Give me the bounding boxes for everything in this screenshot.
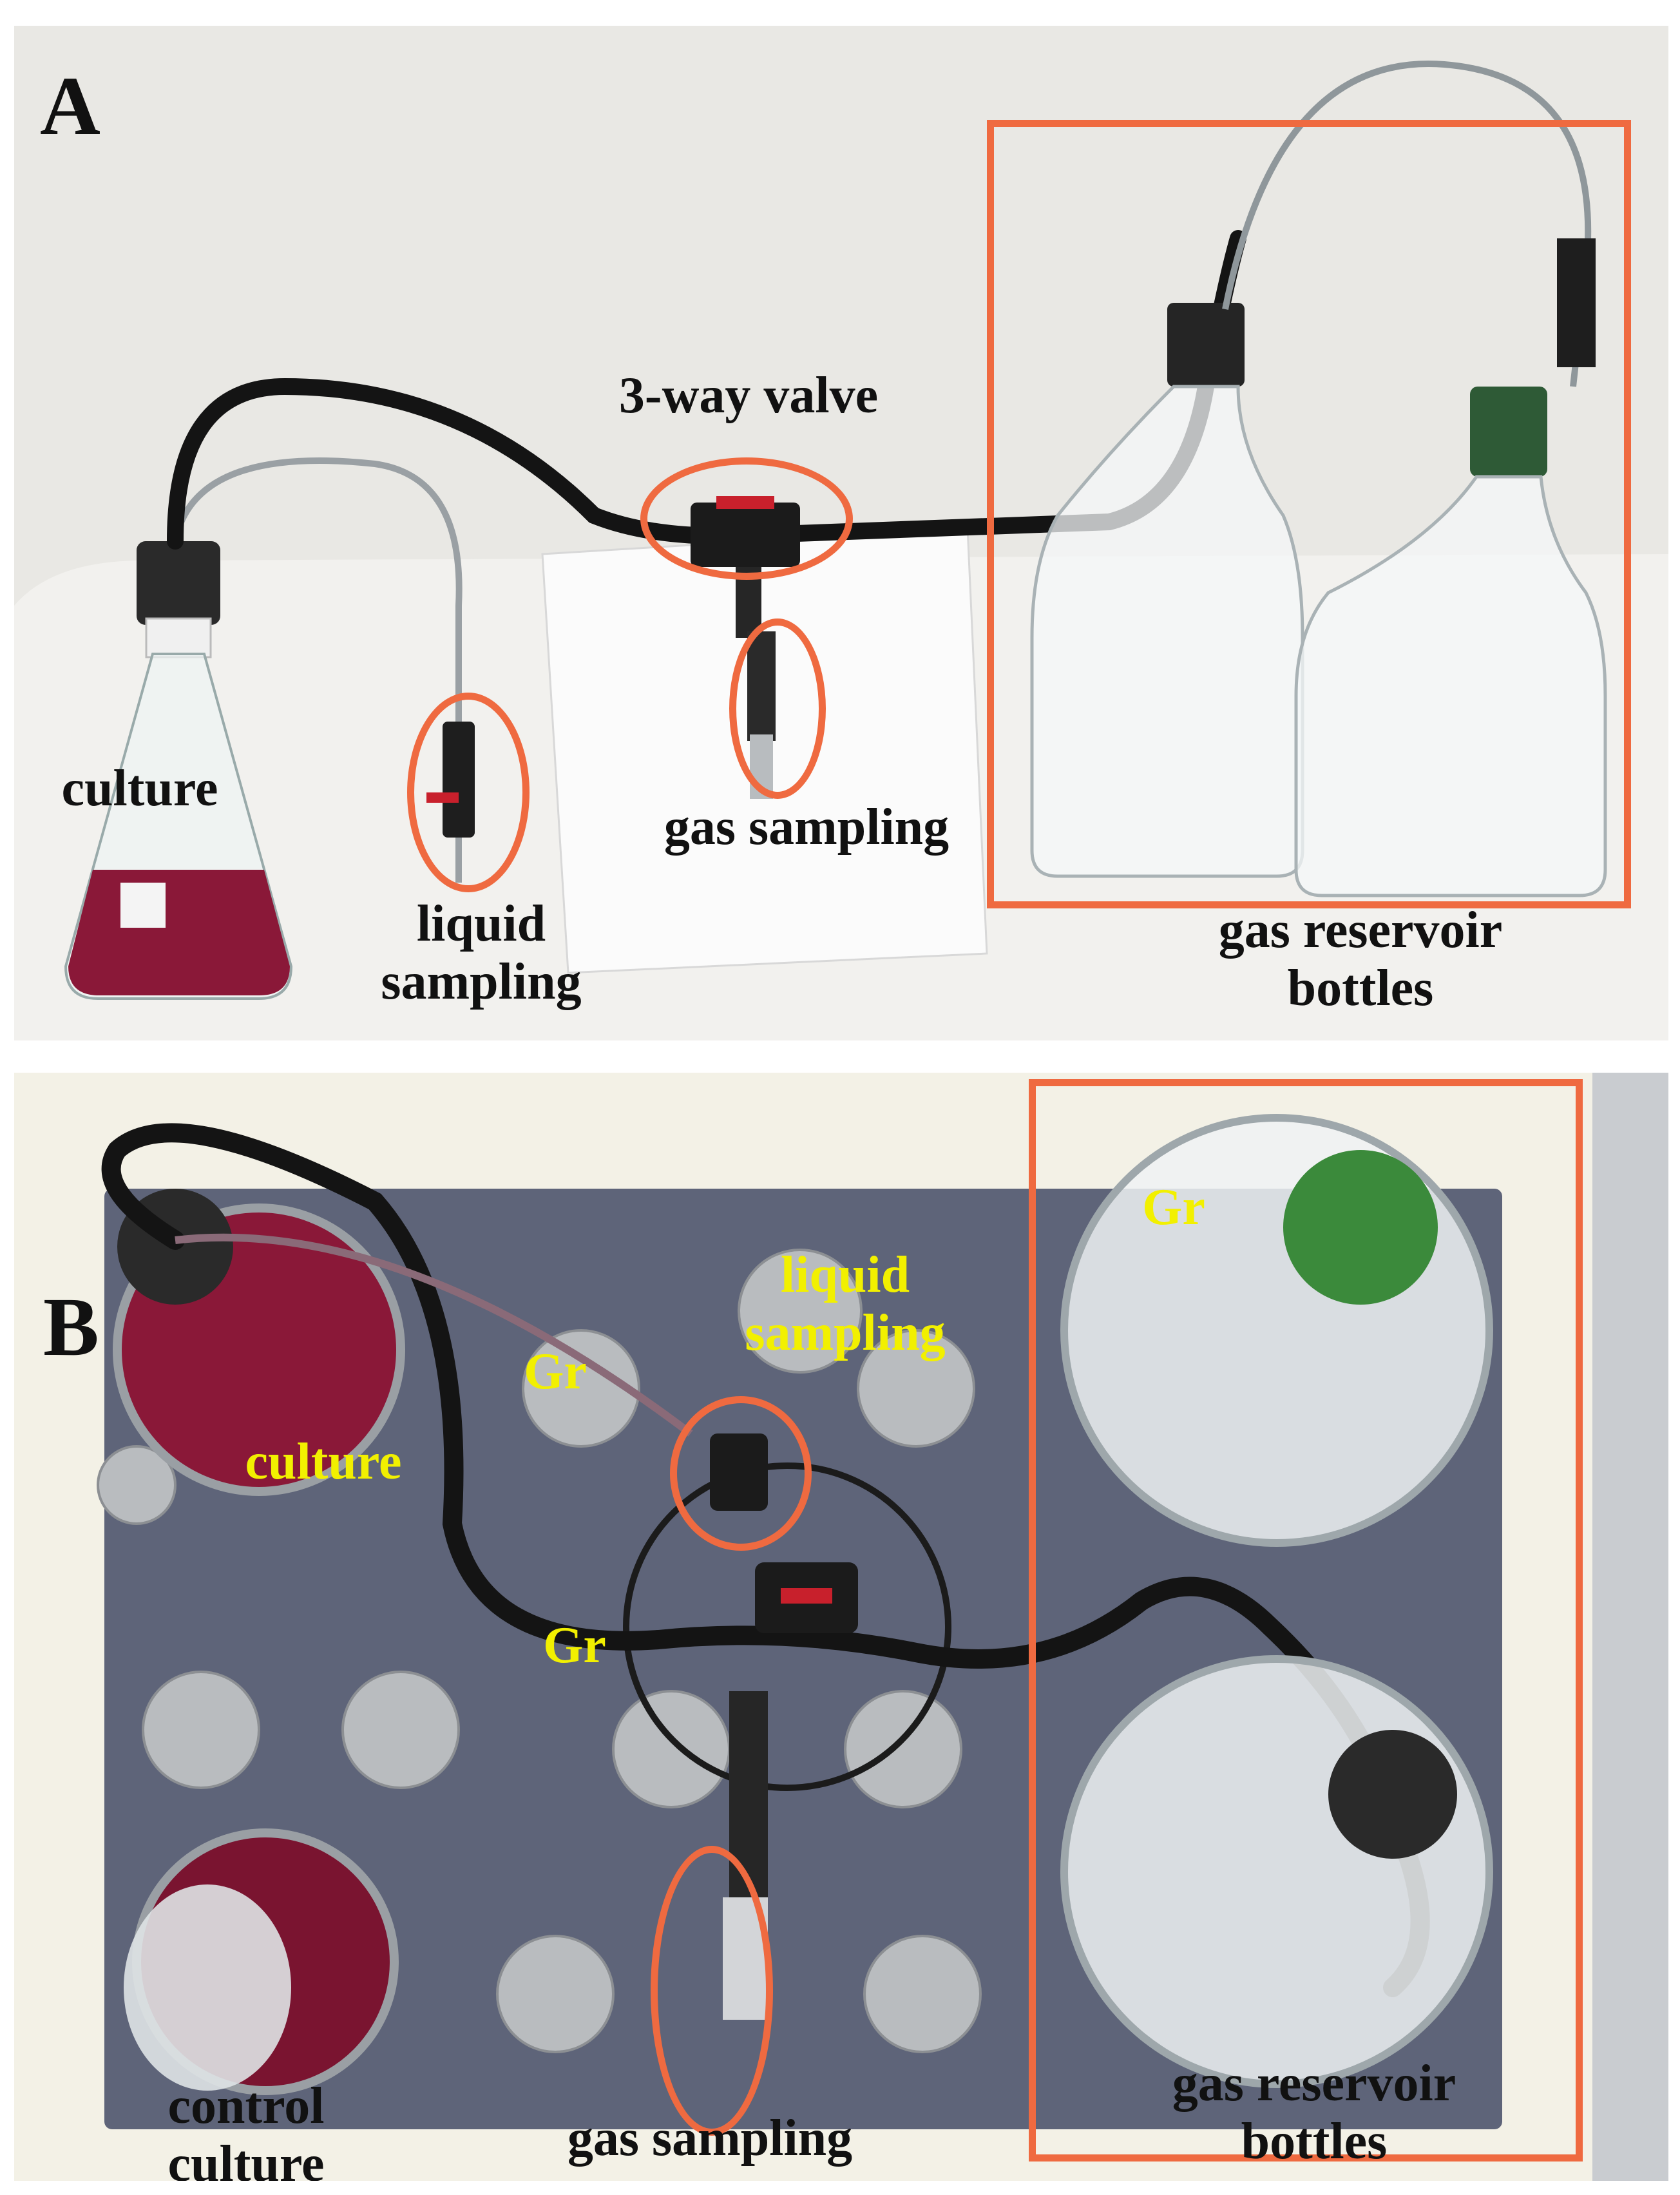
panel-b-scene xyxy=(14,1073,1668,2181)
label-gas-reservoir-a: gas reservoir bottles xyxy=(1218,902,1503,1017)
culture-flask xyxy=(64,541,293,1000)
label-culture-a: culture xyxy=(61,760,218,817)
liquid-sampling-tube xyxy=(172,457,463,883)
label-gas-sampling-b: gas sampling xyxy=(567,2110,853,2167)
label-control-culture: control culture xyxy=(167,2078,325,2181)
label-culture-b: culture xyxy=(245,1433,402,1490)
control-culture-flask-top xyxy=(124,1828,399,2095)
panel-b-photo: B Gr Gr Gr culture liquid sampling contr… xyxy=(14,1073,1668,2181)
label-gas-sampling-a: gas sampling xyxy=(663,799,950,856)
panel-b-letter: B xyxy=(43,1281,99,1374)
label-gr-2: Gr xyxy=(524,1343,587,1400)
label-three-way-valve: 3-way valve xyxy=(618,367,879,424)
gas-reservoir-highlight-box-a xyxy=(987,120,1631,908)
label-gr-1: Gr xyxy=(1142,1179,1205,1236)
flask-clamps xyxy=(97,1249,982,2053)
gas-transfer-line xyxy=(1222,61,1592,387)
gas-sampling-highlight-b xyxy=(651,1846,773,2136)
panel-a-photo: A 3-way valve culture gas sampling liqui… xyxy=(14,26,1668,1040)
liquid-sampling-highlight-a xyxy=(407,693,530,892)
label-liquid-sampling-b: liquid sampling xyxy=(745,1247,946,1361)
label-gas-reservoir-b: gas reservoir bottles xyxy=(1172,2055,1456,2170)
label-liquid-sampling-a: liquid sampling xyxy=(381,896,582,1010)
gas-reservoir-bottle-right xyxy=(1294,387,1607,897)
panel-a-letter: A xyxy=(40,60,100,153)
reservoir-valve xyxy=(1557,238,1596,367)
gas-reservoir-bottles-b xyxy=(1060,1114,1493,2088)
gas-sampling-highlight-a xyxy=(729,618,826,799)
gas-reservoir-highlight-box-b xyxy=(1029,1079,1583,2161)
liquid-sampling-tube-b xyxy=(175,1233,693,1437)
three-way-valve-highlight xyxy=(640,457,853,580)
liquid-sampling-highlight-b xyxy=(670,1396,812,1551)
label-gr-3: Gr xyxy=(543,1617,606,1674)
gas-reservoir-bottle-left xyxy=(1030,303,1304,878)
culture-flask-top xyxy=(113,1189,405,1496)
